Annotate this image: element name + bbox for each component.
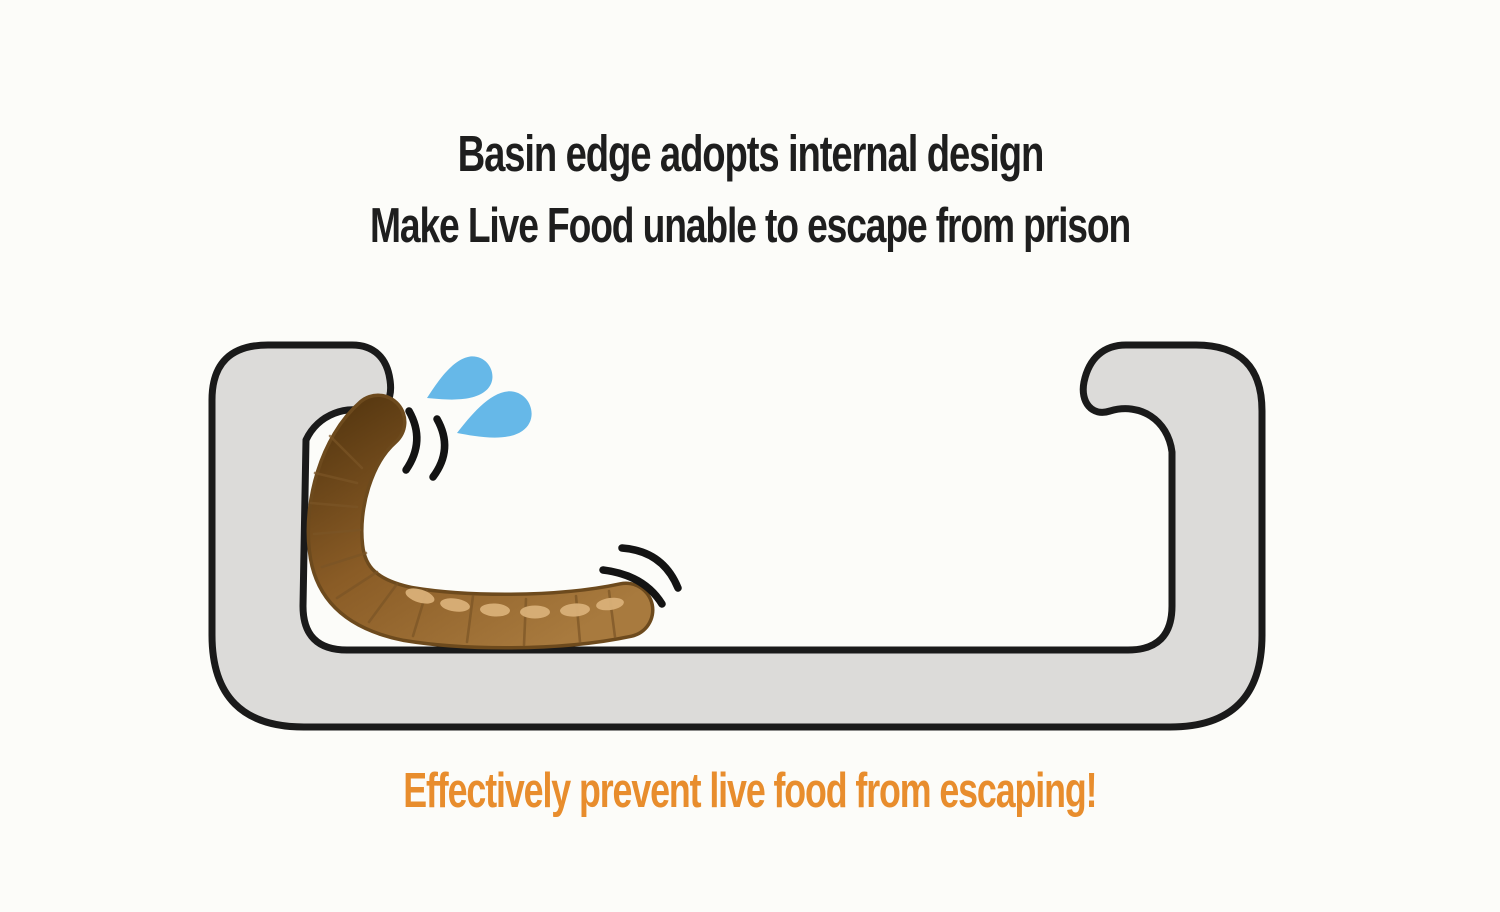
motion-lines [402,407,682,608]
sweat-droplet-icon [457,391,532,438]
motion-line [599,566,666,608]
headline-line2: Make Live Food unable to escape from pri… [0,198,1500,254]
worm-body [310,397,651,647]
worm-spots [405,588,624,619]
caption-text: Effectively prevent live food from escap… [403,764,1097,818]
basin-cross-section [208,341,1266,731]
motion-line [402,407,421,474]
headline-line1: Basin edge adopts internal design [0,124,1500,183]
mealworm-illustration [306,393,655,650]
headline-line1-text: Basin edge adopts internal design [457,125,1044,182]
motion-line [429,415,449,481]
sweat-droplet-icon [427,356,493,400]
motion-line [618,544,682,592]
worm-segment-lines [309,434,617,647]
caption: Effectively prevent live food from escap… [0,763,1500,819]
sweat-droplets [427,356,532,438]
headline-line2-text: Make Live Food unable to escape from pri… [369,199,1131,253]
